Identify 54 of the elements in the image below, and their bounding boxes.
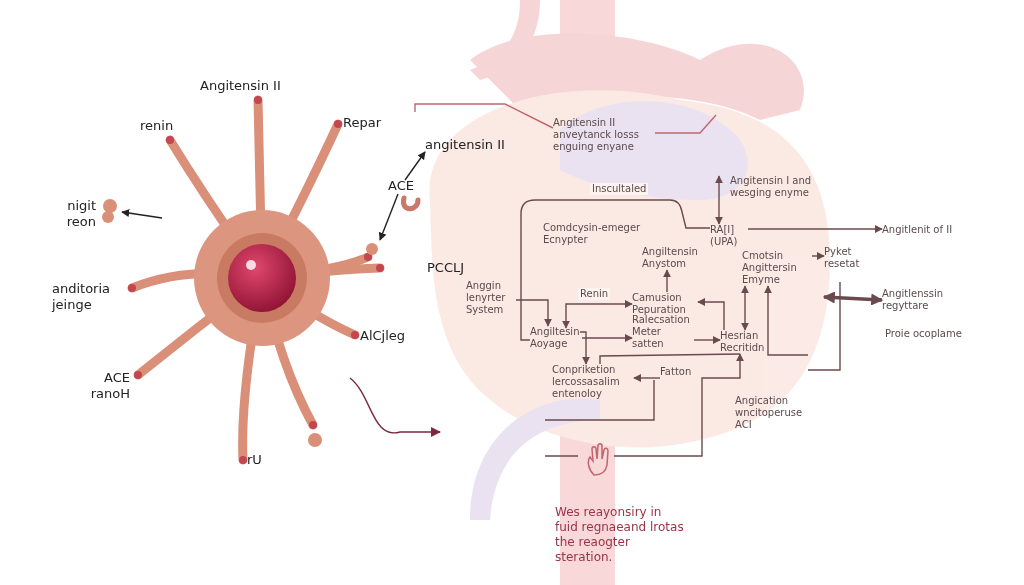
term-label: renin bbox=[140, 118, 175, 134]
arrow bbox=[349, 377, 441, 437]
term-label: Angitensin II anveytanck losss enguing enyane bbox=[553, 117, 658, 153]
edge-label: Renin bbox=[578, 288, 611, 300]
term-label: anditoria jeinge bbox=[52, 281, 112, 313]
term-label: Anggin lenyrter System bbox=[466, 280, 516, 316]
term-label: Proie ocoplame bbox=[885, 328, 963, 340]
leader-line bbox=[414, 103, 554, 129]
term-label: rU bbox=[247, 452, 263, 468]
term-label: ACE ranoH bbox=[89, 370, 130, 402]
term-label: Cmotsin Angittersin Emyme bbox=[742, 250, 812, 286]
connector bbox=[562, 300, 633, 329]
term-label: Angitensin II bbox=[200, 78, 282, 94]
term-label: Repar bbox=[343, 115, 382, 131]
term-label: ACE bbox=[388, 178, 422, 194]
arrow bbox=[663, 269, 671, 293]
term-label: angitensin II bbox=[425, 137, 535, 153]
term-label: Hesrian Recritidn bbox=[720, 330, 778, 354]
arrow bbox=[811, 252, 825, 260]
term-label: Angitlenit of II bbox=[882, 224, 977, 236]
arrow bbox=[741, 285, 749, 331]
term-label: Fatton bbox=[660, 366, 698, 378]
arrow bbox=[822, 291, 884, 306]
arrow bbox=[378, 193, 399, 241]
arrow bbox=[404, 151, 426, 181]
arrow bbox=[697, 298, 725, 331]
term-label: Angiltesin Aoyage bbox=[530, 326, 582, 350]
arrow bbox=[693, 336, 721, 344]
arrow bbox=[613, 353, 744, 457]
arrow bbox=[747, 225, 883, 233]
term-label: nigit reon bbox=[65, 198, 96, 230]
term-label: Conpriketion lercossasalim entenoloy bbox=[552, 364, 634, 400]
arrow bbox=[715, 175, 723, 225]
term-label: Angitlenssin regyttare bbox=[882, 288, 972, 312]
arrow bbox=[633, 374, 661, 382]
term-label: PCCLJ bbox=[427, 260, 466, 276]
term-label: Ralecsation Meter satten bbox=[632, 314, 694, 350]
term-label: Pyket resetat bbox=[824, 246, 872, 297]
term-label: AlCjleg bbox=[360, 328, 407, 344]
term-label: Comdcysin-emeger Ecnypter bbox=[543, 222, 642, 246]
leader-line bbox=[654, 114, 717, 134]
arrow bbox=[579, 331, 590, 365]
term-label: Angication wncitoperuse ACI bbox=[735, 395, 800, 431]
term-label: Angiltensin Anystom bbox=[642, 246, 716, 270]
arrow bbox=[121, 209, 163, 219]
arrow bbox=[515, 299, 552, 327]
term-label: Camusion Pepuration bbox=[632, 292, 698, 316]
arrow bbox=[581, 334, 633, 342]
leader-line bbox=[599, 353, 741, 365]
term-label: Angitensin I and wesging enyme bbox=[712, 175, 820, 199]
term-label: RA[I] (UPA) bbox=[710, 224, 748, 248]
arrow bbox=[764, 285, 809, 356]
note-text: Wes reayonsiry in fuid regnaeand lrotas the reaogter steration. bbox=[555, 505, 685, 565]
edge-label: Inscultaled bbox=[590, 183, 649, 195]
